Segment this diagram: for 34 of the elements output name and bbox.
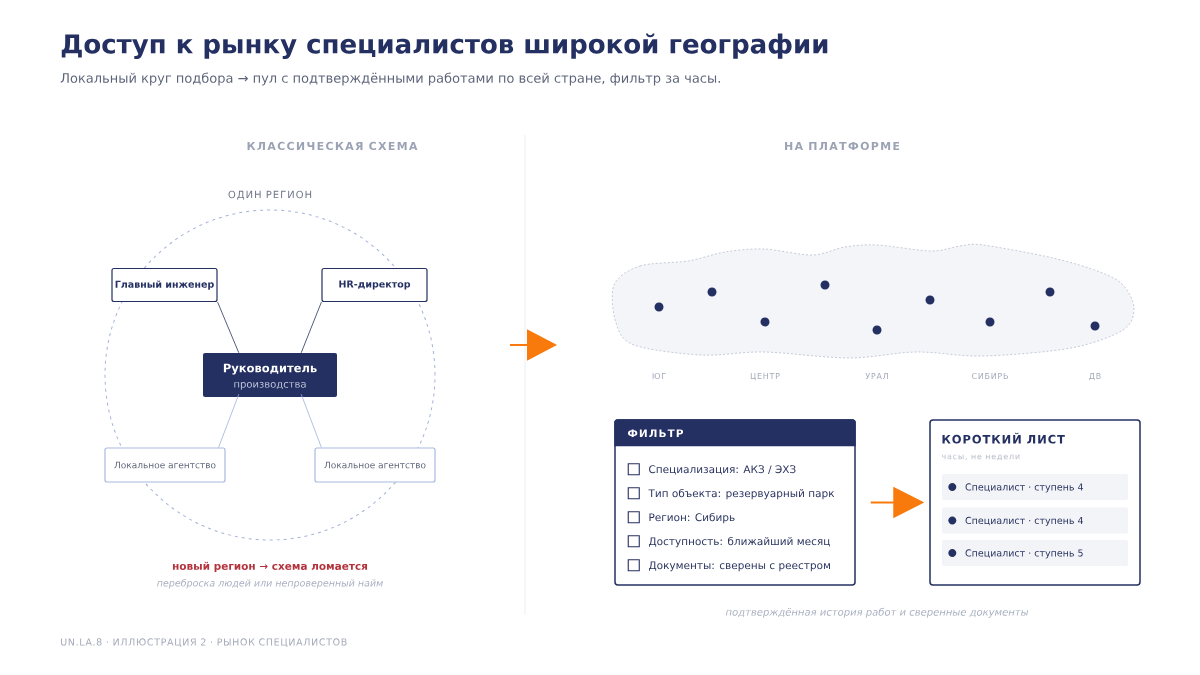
list-row: Специалист · ступень 4 [942,474,1128,500]
list-row: Специалист · ступень 4 [942,507,1128,534]
region-label: ЦЕНТР [750,373,780,381]
region-label: УРАЛ [865,373,888,379]
filter-option: Специализация: АКЗ / ЭХЗ [649,465,796,475]
list-row: Специалист · ступень 5 [942,540,1128,566]
note-text: переброска людей или непроверенный найм [157,579,383,589]
circle-heading: ОДИН РЕГИОН [228,190,312,200]
connector-line [218,393,240,448]
role-box: Главный инженер [111,267,218,303]
region-label: ЮГ [652,372,666,379]
region-label: СИБИРЬ [972,372,1008,379]
lead-box: Руководитель производства [203,353,337,397]
footer-text: UN.LA.8 · ИЛЛЮСТРАЦИЯ 2 · РЫНОК СПЕЦИАЛИСТОВ [61,638,347,647]
filter-option: Регион: Сибирь [649,512,735,524]
panel-heading: ФИЛЬТР [627,429,684,438]
section-heading: НА ПЛАТФОРМЕ [785,141,900,151]
section-heading: КЛАССИЧЕСКАЯ СХЕМА [247,141,418,151]
filter-option: Тип объекта: резервуарный парк [648,488,835,500]
agency-box: Локальное агентство [314,447,436,483]
caption-text: подтверждённая история работ и сверенные документы [725,607,1029,618]
warning-text: новый регион → схема ломается [172,561,368,572]
card-subtitle: часы, не недели [942,454,1020,461]
title: Доступ к рынку специалистов широкой географии [61,33,828,59]
connector-line [300,393,322,448]
connector-line [300,301,322,354]
subtitle: Локальный круг подбора → пул с подтверждёнными работами по всей стране, фильтр за часы. [60,72,720,86]
filter-option: Доступность: ближайший месяц [648,536,830,548]
role-box: HR-директор [321,267,428,303]
card-heading: КОРОТКИЙ ЛИСТ [942,432,1065,444]
filter-option: Документы: сверены с реестром [648,561,830,572]
agency-box: Локальное агентство [104,447,226,483]
connector-line [217,301,240,354]
region-label: ДВ [1089,373,1101,381]
